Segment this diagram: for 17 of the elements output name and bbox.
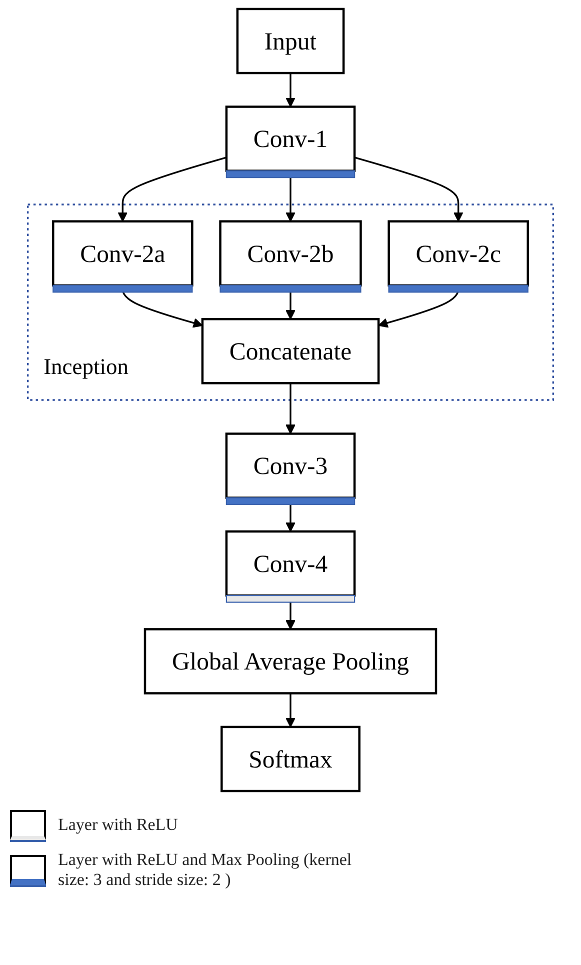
- arrow: [286, 383, 296, 434]
- node-box: Conv-2c: [388, 220, 529, 287]
- arrow: [118, 156, 227, 222]
- node-box: Conv-3: [225, 432, 356, 499]
- node-box: Input: [236, 8, 345, 74]
- legend-text: Layer with ReLU: [58, 815, 178, 835]
- node-box: Concatenate: [201, 318, 380, 384]
- node-box: Conv-2b: [219, 220, 362, 287]
- node-box: Conv-2a: [52, 220, 194, 287]
- node-box: Global Average Pooling: [144, 628, 438, 694]
- arrow: [286, 693, 296, 728]
- node-box: Softmax: [220, 726, 360, 792]
- node-box: Conv-4: [225, 530, 356, 597]
- legend-text: Layer with ReLU and Max Pooling (kernel size: 3 and stride size: 2 ): [58, 850, 353, 890]
- arrow: [286, 73, 296, 108]
- arrow: [354, 156, 464, 222]
- node-box: Conv-1: [225, 106, 356, 172]
